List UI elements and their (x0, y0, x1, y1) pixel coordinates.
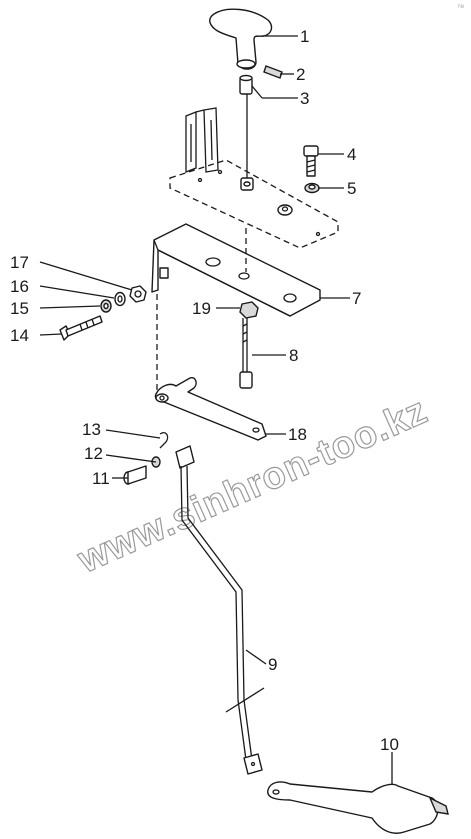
callout-12: 12 (84, 444, 103, 463)
callout-16: 16 (10, 277, 29, 296)
part-18-lever (154, 376, 267, 441)
part-17-nut (129, 285, 147, 303)
callout-5: 5 (347, 179, 356, 198)
part-3-bushing (239, 74, 253, 95)
part-19-nut (239, 301, 259, 319)
callout-13: 13 (82, 420, 101, 439)
part-10-pedal (267, 781, 449, 834)
part-15-washer (100, 299, 112, 313)
callout-15: 15 (10, 299, 29, 318)
callouts: 1 2 3 4 5 7 8 9 10 11 12 13 14 15 16 17 … (10, 27, 399, 754)
part-9-rod (175, 445, 265, 775)
callout-8: 8 (289, 346, 298, 365)
part-14-bolt (59, 315, 103, 341)
corner-mark: № (458, 3, 464, 10)
part-2-pin (263, 65, 283, 79)
part-5-washer (304, 182, 320, 194)
callout-1: 1 (300, 27, 309, 46)
part-16-lock-washer (114, 291, 126, 307)
callout-18: 18 (288, 425, 307, 444)
part-7-bracket (151, 223, 321, 390)
part-11-pin (123, 465, 147, 485)
part-4-bolt (303, 145, 319, 177)
callout-7: 7 (352, 289, 361, 308)
part-1-knob (209, 8, 273, 70)
callout-9: 9 (268, 655, 277, 674)
leader-lines (39, 35, 393, 784)
part-13-cotter (159, 432, 169, 449)
callout-3: 3 (300, 89, 309, 108)
watermark: www.sinhron-too.kz (71, 390, 434, 582)
callout-17: 17 (10, 253, 29, 272)
callout-2: 2 (296, 65, 305, 84)
callout-14: 14 (10, 326, 29, 345)
callout-10: 10 (380, 735, 399, 754)
callout-4: 4 (347, 145, 356, 164)
part-8-rod (239, 318, 253, 389)
bracket-plate (169, 94, 339, 249)
callout-19: 19 (192, 299, 211, 318)
callout-11: 11 (92, 469, 110, 488)
